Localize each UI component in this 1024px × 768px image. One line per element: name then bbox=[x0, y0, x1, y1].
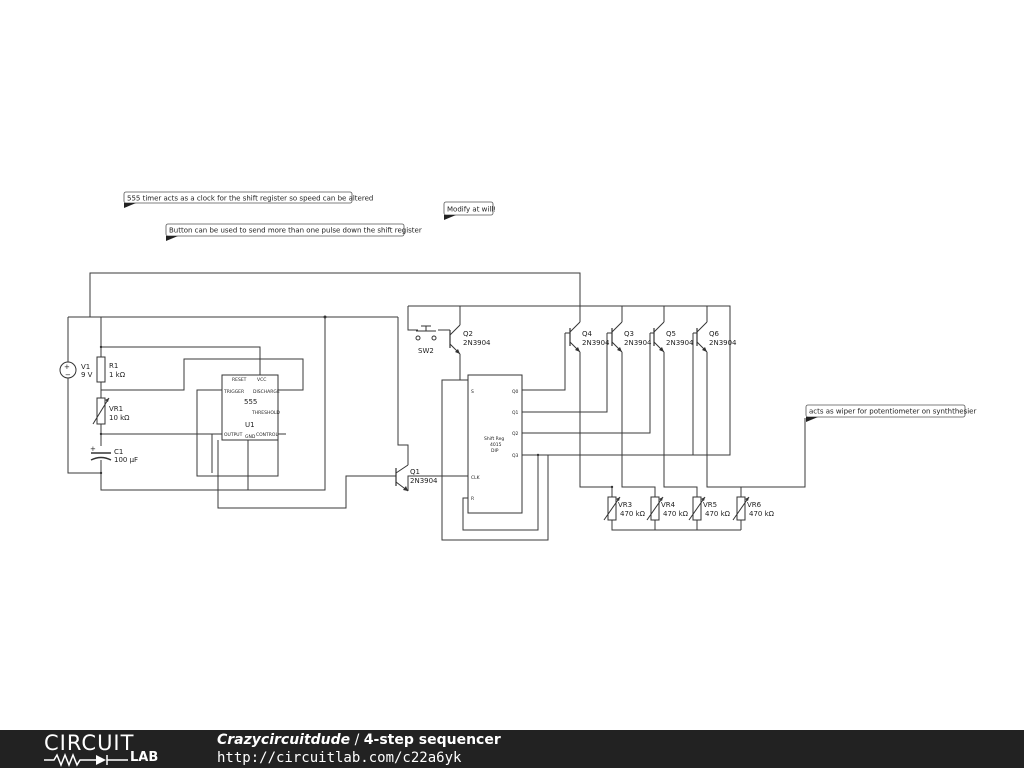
u1-555-timer[interactable]: RESET VCC TRIGGER DISCHARGE 555 THRESHOL… bbox=[221, 374, 280, 441]
u1-pin-discharge: DISCHARGE bbox=[253, 389, 280, 395]
q4-name: Q4 bbox=[582, 330, 593, 338]
u1-pin-reset: RESET bbox=[232, 377, 247, 383]
circuit-name[interactable]: 4-step sequencer bbox=[363, 732, 501, 748]
sw2-name: SW2 bbox=[418, 347, 434, 355]
vr4-potentiometer[interactable]: VR4 470 kΩ bbox=[646, 496, 689, 521]
q3-transistor[interactable]: Q3 2N3904 bbox=[607, 321, 652, 353]
u1-pin-trigger: TRIGGER bbox=[223, 389, 244, 395]
sr-pin-q1: Q1 bbox=[512, 410, 519, 416]
note-button-text: Button can be used to send more than one… bbox=[169, 227, 422, 235]
r1-name: R1 bbox=[109, 362, 118, 370]
vr4-name: VR4 bbox=[661, 501, 676, 509]
note-modify-text: Modify at will! bbox=[447, 206, 496, 214]
vr4-value: 470 kΩ bbox=[663, 510, 689, 518]
note-button: Button can be used to send more than one… bbox=[165, 223, 422, 241]
q4-transistor[interactable]: Q4 2N3904 bbox=[565, 321, 610, 353]
u1-name: U1 bbox=[245, 421, 255, 429]
vr3-value: 470 kΩ bbox=[620, 510, 646, 518]
note-modify: Modify at will! bbox=[443, 201, 496, 220]
note-wiper: acts as wiper for potentiometer on synth… bbox=[805, 404, 976, 422]
vr3-potentiometer[interactable]: VR3 470 kΩ bbox=[603, 496, 646, 521]
circuit-schematic: 555 timer acts as a clock for the shift … bbox=[59, 191, 976, 541]
q5-part: 2N3904 bbox=[666, 339, 694, 347]
sr-pkg: DIP bbox=[491, 448, 499, 454]
sr-pin-clk: CLK bbox=[471, 475, 481, 481]
logo-top-text: CIRCUIT bbox=[44, 731, 135, 755]
svg-text:+: + bbox=[64, 363, 70, 371]
svg-text:+: + bbox=[90, 445, 96, 453]
q2-name: Q2 bbox=[463, 330, 473, 338]
q4-part: 2N3904 bbox=[582, 339, 610, 347]
q6-part: 2N3904 bbox=[709, 339, 737, 347]
logo-bottom-text: LAB bbox=[130, 750, 159, 765]
schematic-canvas: 555 timer acts as a clock for the shift … bbox=[59, 191, 976, 541]
vr5-name: VR5 bbox=[703, 501, 717, 509]
vr1-name: VR1 bbox=[109, 405, 123, 413]
q1-name: Q1 bbox=[410, 468, 420, 476]
c1-capacitor[interactable]: + C1 100 µF bbox=[90, 445, 138, 464]
note-wiper-text: acts as wiper for potentiometer on synth… bbox=[809, 408, 976, 416]
sr-pin-q0: Q0 bbox=[512, 389, 519, 395]
v1-name: V1 bbox=[81, 363, 90, 371]
sr-title: Shift Reg bbox=[484, 436, 504, 442]
q3-name: Q3 bbox=[624, 330, 634, 338]
q6-transistor[interactable]: Q6 2N3904 bbox=[693, 321, 737, 353]
sr-pin-q2: Q2 bbox=[512, 431, 519, 437]
resistor-diode-icon bbox=[44, 753, 128, 767]
note-clock: 555 timer acts as a clock for the shift … bbox=[123, 191, 373, 208]
r1-value: 1 kΩ bbox=[109, 371, 126, 379]
vr6-name: VR6 bbox=[747, 501, 762, 509]
r1-resistor[interactable]: R1 1 kΩ bbox=[96, 356, 126, 383]
vr1-value: 10 kΩ bbox=[109, 414, 130, 422]
circuit-url-link[interactable]: http://circuitlab.com/c22a6yk bbox=[217, 750, 462, 766]
c1-value: 100 µF bbox=[114, 456, 138, 464]
u1-part: 555 bbox=[244, 398, 257, 406]
note-clock-text: 555 timer acts as a clock for the shift … bbox=[127, 195, 373, 203]
vr5-potentiometer[interactable]: VR5 470 kΩ bbox=[688, 496, 731, 521]
sr-pin-r: R bbox=[471, 496, 474, 502]
shift-register-4015[interactable]: S CLK R Q0 Q1 Q2 Q3 Shift Reg 4015 DIP bbox=[467, 374, 523, 514]
circuitlab-logo[interactable]: CIRCUIT LAB bbox=[44, 731, 174, 767]
q2-transistor[interactable]: Q2 2N3904 bbox=[449, 324, 491, 355]
wires bbox=[67, 272, 806, 541]
u1-pin-control: CONTROL bbox=[256, 432, 278, 438]
vr6-value: 470 kΩ bbox=[749, 510, 775, 518]
sr-pin-q3: Q3 bbox=[512, 453, 519, 459]
q3-part: 2N3904 bbox=[624, 339, 652, 347]
q1-transistor[interactable]: Q1 2N3904 bbox=[395, 464, 438, 492]
vr6-potentiometer[interactable]: VR6 470 kΩ bbox=[732, 496, 775, 521]
vr5-value: 470 kΩ bbox=[705, 510, 731, 518]
sr-part: 4015 bbox=[490, 442, 502, 448]
svg-text:−: − bbox=[65, 371, 71, 379]
vr1-potentiometer[interactable]: VR1 10 kΩ bbox=[92, 397, 130, 425]
u1-pin-gnd: GND bbox=[245, 434, 256, 440]
vr3-name: VR3 bbox=[618, 501, 632, 509]
q6-name: Q6 bbox=[709, 330, 720, 338]
title-separator: / bbox=[350, 732, 364, 748]
q1-part: 2N3904 bbox=[410, 477, 438, 485]
v1-voltage-source[interactable]: + − V1 9 V bbox=[59, 361, 93, 379]
u1-pin-threshold: THRESHOLD bbox=[251, 410, 280, 416]
q5-transistor[interactable]: Q5 2N3904 bbox=[650, 321, 694, 353]
q5-name: Q5 bbox=[666, 330, 676, 338]
u1-pin-output: OUTPUT bbox=[224, 432, 243, 438]
circuit-title[interactable]: Crazycircuitdude / 4-step sequencer bbox=[217, 731, 501, 749]
u1-pin-vcc: VCC bbox=[257, 377, 266, 383]
author-name[interactable]: Crazycircuitdude bbox=[217, 732, 351, 748]
q2-part: 2N3904 bbox=[463, 339, 491, 347]
sr-pin-s: S bbox=[471, 389, 474, 395]
footer-bar: CIRCUIT LAB Crazycircuitdude / 4-step se… bbox=[0, 730, 1024, 768]
c1-name: C1 bbox=[114, 448, 123, 456]
v1-value: 9 V bbox=[81, 371, 93, 379]
sw2-pushbutton[interactable]: SW2 bbox=[415, 325, 437, 355]
